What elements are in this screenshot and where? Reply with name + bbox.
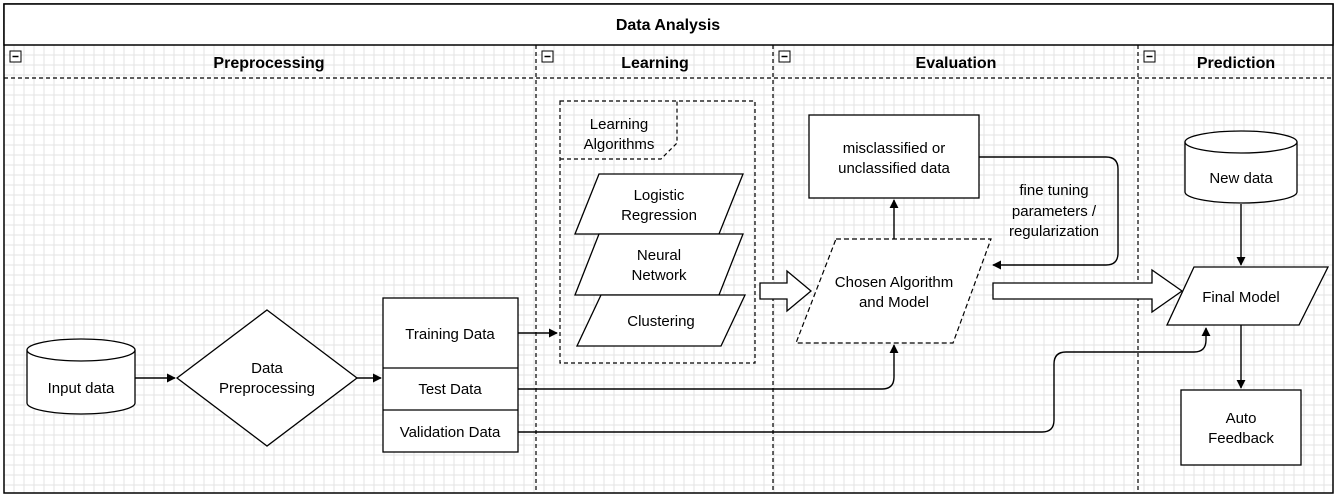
lane-title-prediction: Prediction bbox=[1197, 55, 1275, 72]
training-data-label[interactable]: Training Data bbox=[405, 326, 495, 343]
misclassified-label-2: unclassified data bbox=[838, 160, 950, 177]
data-preprocessing-label-1: Data bbox=[251, 360, 283, 377]
neural-network-label-2: Network bbox=[631, 267, 687, 284]
lane-collapse-preprocessing-icon[interactable] bbox=[9, 50, 22, 63]
logistic-regression-node[interactable]: Logistic Regression bbox=[574, 173, 744, 235]
misclassified-data-box[interactable]: misclassified or unclassified data bbox=[808, 114, 980, 199]
evaluation-to-prediction-block-arrow bbox=[992, 268, 1184, 314]
clustering-node[interactable]: Clustering bbox=[575, 294, 747, 347]
chosen-algorithm-label-2: and Model bbox=[859, 294, 929, 311]
fine-tuning-label-2: parameters / bbox=[1012, 203, 1097, 220]
validation-to-final-model-arrow bbox=[518, 327, 1211, 433]
chosen-algorithm-label-1: Chosen Algorithm bbox=[835, 274, 953, 291]
test-to-chosen-arrow bbox=[518, 344, 899, 390]
fine-tuning-annotation: fine tuning parameters / regularization bbox=[1009, 182, 1099, 240]
final-model-label: Final Model bbox=[1202, 289, 1280, 306]
learning-algorithms-group[interactable]: Learning Algorithms bbox=[559, 100, 756, 364]
fine-tuning-label-1: fine tuning bbox=[1019, 182, 1088, 199]
final-model-node[interactable]: Final Model bbox=[1165, 266, 1330, 326]
auto-feedback-box[interactable]: Auto Feedback bbox=[1180, 389, 1302, 466]
test-data-label[interactable]: Test Data bbox=[418, 381, 482, 398]
new-data-label: New data bbox=[1209, 170, 1273, 187]
auto-feedback-label-1: Auto bbox=[1226, 410, 1257, 427]
neural-network-node[interactable]: Neural Network bbox=[574, 233, 744, 296]
logistic-regression-label-1: Logistic bbox=[634, 187, 685, 204]
chosen-algorithm-node[interactable]: Chosen Algorithm and Model bbox=[795, 238, 992, 344]
misclassified-label-1: misclassified or bbox=[843, 140, 946, 157]
input-data-cylinder[interactable]: Input data bbox=[26, 338, 136, 415]
auto-feedback-label-2: Feedback bbox=[1208, 430, 1274, 447]
validation-data-label[interactable]: Validation Data bbox=[400, 424, 501, 441]
input-data-label: Input data bbox=[48, 380, 115, 397]
neural-network-label-1: Neural bbox=[637, 247, 681, 264]
data-preprocessing-label-2: Preprocessing bbox=[219, 380, 315, 397]
lane-title-evaluation: Evaluation bbox=[916, 55, 997, 72]
lane-collapse-evaluation-icon[interactable] bbox=[778, 50, 791, 63]
data-preprocessing-diamond[interactable]: Data Preprocessing bbox=[175, 309, 359, 447]
lane-collapse-learning-icon[interactable] bbox=[541, 50, 554, 63]
clustering-label: Clustering bbox=[627, 313, 695, 330]
lane-title-preprocessing: Preprocessing bbox=[213, 55, 324, 72]
pool-title: Data Analysis bbox=[616, 17, 720, 34]
learning-algorithms-label-1: Learning bbox=[590, 116, 648, 133]
dataset-split-table bbox=[382, 297, 519, 453]
lane-dividers bbox=[4, 45, 1333, 493]
logistic-regression-label-2: Regression bbox=[621, 207, 697, 224]
learning-algorithms-label-2: Algorithms bbox=[584, 136, 655, 153]
fine-tuning-feedback-arrow bbox=[979, 156, 1119, 270]
lane-title-learning: Learning bbox=[621, 55, 689, 72]
new-data-cylinder[interactable]: New data bbox=[1184, 130, 1298, 204]
lane-collapse-prediction-icon[interactable] bbox=[1143, 50, 1156, 63]
fine-tuning-label-3: regularization bbox=[1009, 223, 1099, 240]
pool-header bbox=[3, 3, 1334, 46]
learning-to-evaluation-block-arrow bbox=[759, 269, 813, 313]
